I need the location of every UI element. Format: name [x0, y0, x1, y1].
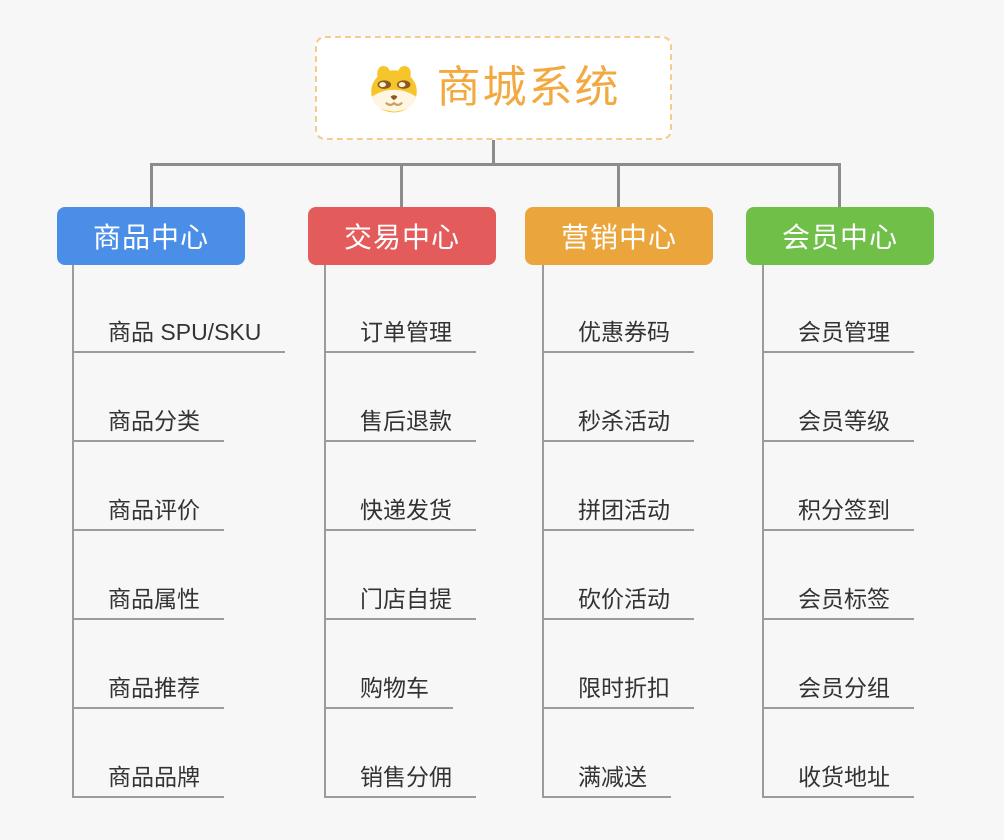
root-topic[interactable]: 商城系统 — [315, 36, 672, 140]
node-item[interactable]: 商品评价 — [74, 493, 224, 531]
node-item[interactable]: 会员等级 — [764, 404, 914, 442]
node-item[interactable]: 秒杀活动 — [544, 404, 694, 442]
node-item[interactable]: 会员分组 — [764, 671, 914, 709]
connector-drop-4 — [838, 163, 841, 208]
node-item[interactable]: 售后退款 — [326, 404, 476, 442]
connector-bus — [150, 163, 841, 166]
dog-icon — [370, 65, 417, 113]
branch-item-list: 订单管理售后退款快递发货门店自提购物车销售分佣 — [324, 265, 554, 798]
branch-header[interactable]: 会员中心 — [746, 207, 934, 265]
branch-item-list: 优惠券码秒杀活动拼团活动砍价活动限时折扣满减送 — [542, 265, 772, 798]
node-item[interactable]: 拼团活动 — [544, 493, 694, 531]
node-item[interactable]: 销售分佣 — [326, 760, 476, 798]
node-item[interactable]: 快递发货 — [326, 493, 476, 531]
node-item[interactable]: 门店自提 — [326, 582, 476, 620]
connector-root-stem — [492, 140, 495, 164]
node-item[interactable]: 商品属性 — [74, 582, 224, 620]
node-item[interactable]: 商品分类 — [74, 404, 224, 442]
node-item[interactable]: 限时折扣 — [544, 671, 694, 709]
node-item[interactable]: 砍价活动 — [544, 582, 694, 620]
node-item[interactable]: 商品品牌 — [74, 760, 224, 798]
node-item[interactable]: 商品推荐 — [74, 671, 224, 709]
node-item[interactable]: 商品 SPU/SKU — [74, 315, 286, 353]
branch-item-list: 商品 SPU/SKU 商品分类商品评价商品属性商品推荐商品品牌 — [72, 265, 302, 798]
connector-drop-1 — [150, 163, 153, 208]
branch-item-list: 会员管理会员等级积分签到会员标签会员分组收货地址 — [762, 265, 992, 798]
branch-header[interactable]: 营销中心 — [525, 207, 713, 265]
branch-header[interactable]: 商品中心 — [57, 207, 245, 265]
connector-drop-3 — [617, 163, 620, 208]
root-title: 商城系统 — [436, 63, 621, 112]
node-item[interactable]: 收货地址 — [764, 760, 914, 798]
node-item[interactable]: 积分签到 — [764, 493, 914, 531]
branch-header[interactable]: 交易中心 — [308, 207, 496, 265]
node-item[interactable]: 订单管理 — [326, 315, 476, 353]
node-item[interactable]: 购物车 — [326, 671, 453, 709]
node-item[interactable]: 满减送 — [544, 760, 671, 798]
connector-drop-2 — [400, 163, 403, 208]
node-item[interactable]: 会员标签 — [764, 582, 914, 620]
node-item[interactable]: 会员管理 — [764, 315, 914, 353]
node-item[interactable]: 优惠券码 — [544, 315, 694, 353]
